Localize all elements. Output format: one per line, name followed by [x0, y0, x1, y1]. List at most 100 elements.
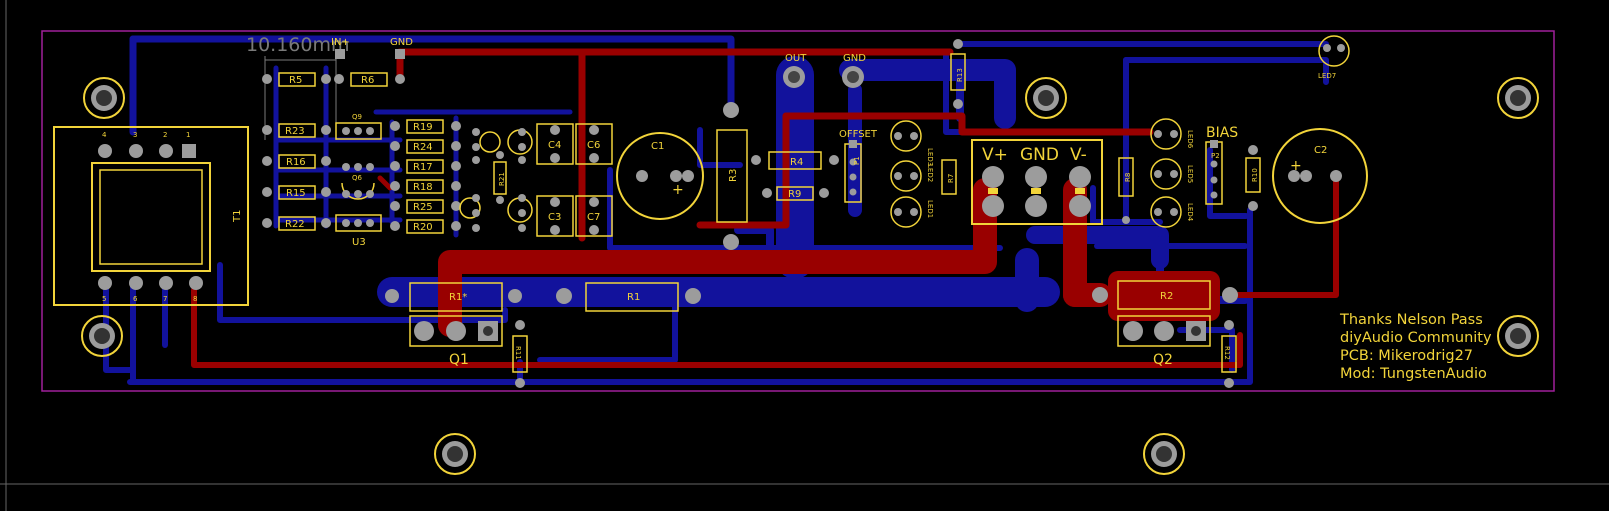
r12-label: R12 — [1223, 346, 1231, 360]
r18-label: R18 — [413, 182, 433, 193]
offset-label: OFFSET — [839, 129, 878, 140]
small-transistor-cluster — [459, 128, 533, 232]
r13-label: R13 — [956, 68, 964, 82]
r12-resistor — [1221, 320, 1237, 388]
led7-label: LED7 — [1318, 72, 1336, 80]
mounting-hole — [434, 433, 476, 475]
t1-pin-6: 6 — [133, 295, 138, 303]
resistor-pads-left — [262, 74, 461, 231]
credit-line-3: PCB: Mikerodrig27 — [1340, 348, 1473, 364]
t1-pin-5: 5 — [102, 295, 106, 303]
r11-label: R11 — [514, 346, 522, 360]
q9-label: Q9 — [352, 113, 362, 121]
c1-label: C1 — [651, 141, 664, 152]
r7-r13-resistors — [941, 39, 966, 195]
output-pads — [783, 66, 864, 88]
credit-line-4: Mod: TungstenAudio — [1340, 366, 1487, 382]
q2-label: Q2 — [1153, 352, 1173, 368]
led7 — [1318, 35, 1350, 67]
led-right-group — [1150, 118, 1182, 228]
mounting-hole — [83, 77, 125, 119]
t1-pin-8: 8 — [193, 295, 197, 303]
out-label: OUT — [785, 53, 807, 64]
r22-label: R22 — [285, 219, 305, 230]
led1-label: LED1 — [926, 200, 934, 218]
c3-label: C3 — [548, 212, 561, 223]
p2-label: P2 — [1211, 152, 1220, 160]
power-terminal-block — [971, 139, 1103, 225]
gnd-in-label: GND — [390, 37, 413, 48]
p1-label: P1 — [853, 156, 861, 165]
mounting-hole — [1497, 77, 1539, 119]
led6-label: LED6 — [1186, 130, 1194, 149]
gnd-in-pad — [395, 49, 405, 59]
mounting-hole — [1143, 433, 1185, 475]
c7-label: C7 — [587, 212, 600, 223]
vias — [396, 75, 1130, 224]
r3-resistor — [716, 102, 748, 250]
c1-capacitor: + — [616, 132, 704, 220]
r9-label: R9 — [788, 189, 801, 200]
transformer-t1 — [53, 126, 249, 306]
t1-pin-1: 1 — [186, 131, 190, 139]
r24-label: R24 — [413, 142, 433, 153]
p2-trimmer — [1205, 140, 1223, 205]
r2-resistor — [1092, 280, 1238, 310]
r23-label: R23 — [285, 126, 305, 137]
board-outline — [41, 30, 1555, 392]
r19-label: R19 — [413, 122, 433, 133]
led2-label: LED2 — [926, 164, 934, 182]
svg-text:+: + — [1290, 158, 1302, 174]
credit-line-2: diyAudio Community — [1340, 330, 1492, 346]
q9-transistor — [335, 122, 382, 140]
r15-label: R15 — [286, 188, 306, 199]
r1-star-label: R1* — [449, 292, 467, 303]
t1-pin-4: 4 — [102, 131, 107, 139]
r3-label: R3 — [728, 169, 739, 182]
r6-label: R6 — [361, 75, 374, 86]
dimension-label: 10.160mm — [246, 34, 350, 56]
r10-label: R10 — [1251, 168, 1259, 182]
gnd-rail-label: GND — [1020, 145, 1059, 165]
small-capacitors — [536, 123, 613, 237]
u3-chip — [335, 214, 382, 232]
r2-label: R2 — [1160, 291, 1173, 302]
c6-label: C6 — [587, 140, 600, 151]
c2-label: C2 — [1314, 145, 1327, 156]
u3-label: U3 — [352, 237, 366, 248]
transformer-pins — [98, 144, 203, 290]
r25-label: R25 — [413, 202, 433, 213]
c4-label: C4 — [548, 140, 561, 151]
r17-label: R17 — [413, 162, 433, 173]
q1-label: Q1 — [449, 352, 469, 368]
r20-label: R20 — [413, 222, 433, 233]
v-plus-label: V+ — [982, 145, 1008, 165]
q1-transistor — [409, 315, 503, 347]
r4-label: R4 — [790, 157, 803, 168]
led3-label: LED3 — [926, 148, 934, 166]
led5-label: LED5 — [1186, 165, 1194, 183]
bias-label: BIAS — [1206, 125, 1238, 141]
t1-pin-7: 7 — [163, 295, 167, 303]
r5-label: R5 — [289, 75, 302, 86]
gnd-out-label: GND — [843, 53, 866, 64]
c2-capacitor: + — [1272, 128, 1368, 224]
q6-label: Q6 — [352, 174, 363, 182]
mounting-holes — [81, 77, 1539, 475]
resistor-bodies-left — [278, 72, 444, 234]
r1-resistors — [385, 282, 701, 312]
r8-resistor — [1118, 157, 1134, 197]
svg-text:+: + — [672, 182, 684, 198]
in-plus-label: IN+ — [331, 37, 350, 48]
q2-transistor — [1117, 315, 1211, 347]
r21-label: R21 — [498, 172, 506, 186]
r8-label: R8 — [1124, 173, 1132, 182]
t1-pin-3: 3 — [133, 131, 137, 139]
mounting-hole — [1497, 315, 1539, 357]
in-plus-pad — [335, 49, 345, 59]
r7-label: R7 — [947, 174, 955, 183]
led-left-group — [890, 120, 922, 228]
mounting-hole — [81, 315, 123, 357]
t1-label: T1 — [232, 210, 243, 223]
bottom-copper-layer — [103, 35, 1329, 385]
